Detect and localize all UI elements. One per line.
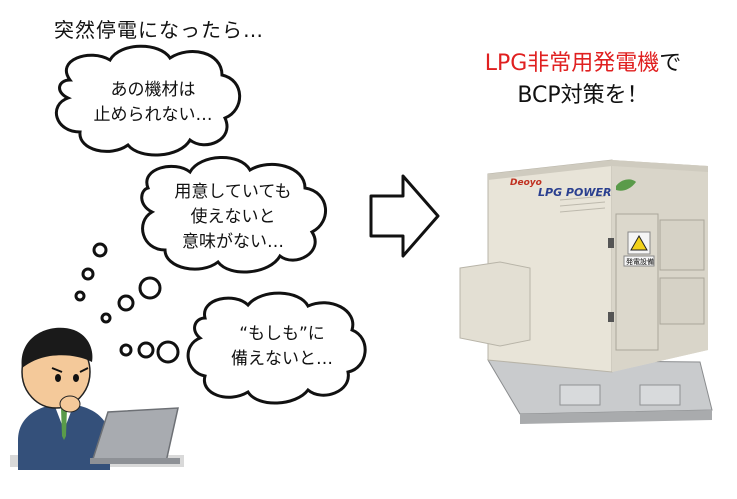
generator-maker-label: Deoyo bbox=[510, 178, 542, 188]
bubble-1-text: あの機材は 止められない… bbox=[88, 78, 218, 128]
worried-person-illustration bbox=[10, 327, 184, 470]
headline-line-1: LPG非常用発電機で bbox=[448, 48, 718, 80]
generator-brand-label: LPG POWER bbox=[538, 186, 612, 199]
bubble-3-text: “もしも”に 備えないと… bbox=[212, 322, 352, 372]
generator-panel-label: 発電設備 bbox=[626, 258, 654, 266]
thought-bubble-1 bbox=[55, 44, 242, 157]
bubble-3-line-1: “もしも”に bbox=[239, 324, 325, 344]
bubble-3-line-2: 備えないと… bbox=[231, 349, 333, 369]
bubble-1-line-1: あの機材は bbox=[110, 80, 196, 100]
lpg-generator-image bbox=[459, 159, 713, 424]
bubble-2-text: 用意していても 使えないと 意味がない… bbox=[158, 180, 308, 255]
bubble-2-line-1: 用意していても bbox=[174, 182, 292, 202]
bubble-2-line-2: 使えないと bbox=[190, 207, 276, 227]
thought-bubble-3 bbox=[186, 291, 367, 405]
thought-circles bbox=[74, 242, 180, 364]
headline-product: LPG非常用発電機 bbox=[484, 51, 660, 76]
bubble-2-line-3: 意味がない… bbox=[182, 232, 284, 252]
bubble-1-line-2: 止められない… bbox=[93, 105, 213, 125]
right-arrow-icon bbox=[369, 174, 440, 258]
headline: LPG非常用発電機で BCP対策を！ bbox=[448, 48, 718, 112]
headline-line-2: BCP対策を！ bbox=[517, 83, 649, 108]
page-title: 突然停電になったら… bbox=[54, 18, 264, 42]
headline-particle: で bbox=[659, 51, 682, 76]
thought-bubble-2 bbox=[140, 156, 328, 274]
